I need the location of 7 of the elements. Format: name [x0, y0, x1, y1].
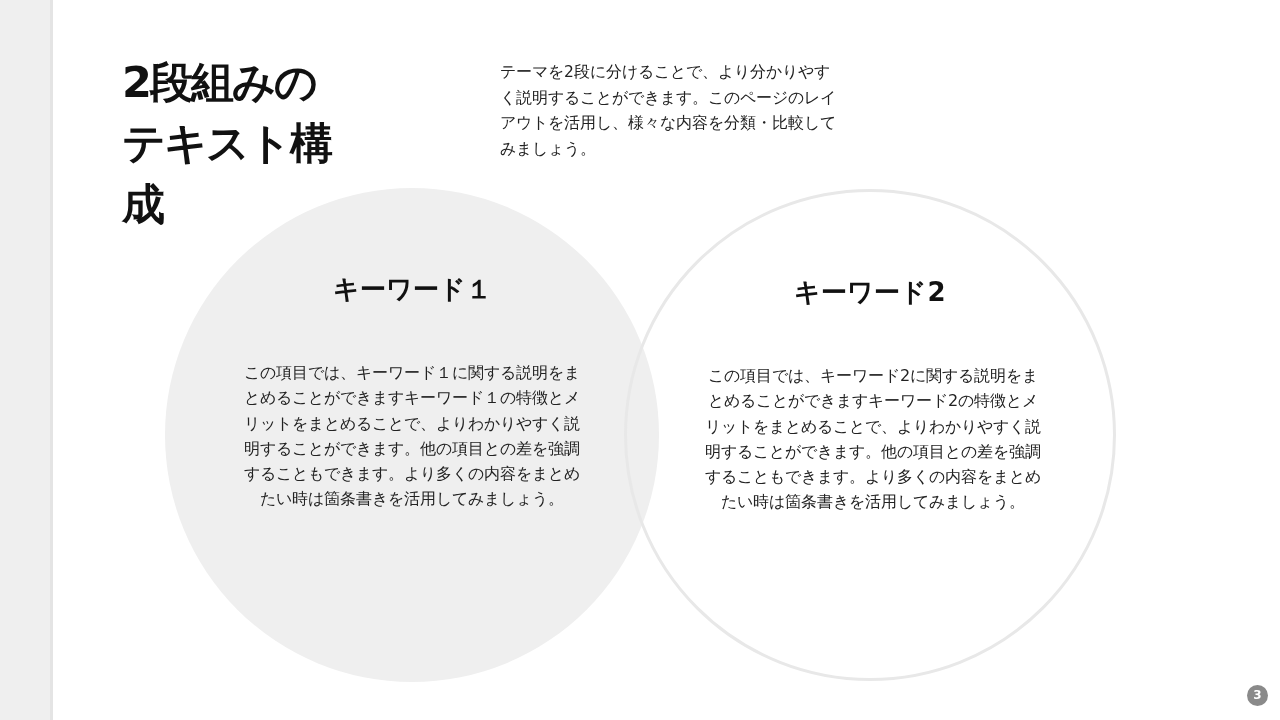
- keyword-heading: キーワード１: [331, 273, 493, 306]
- slide-title: 2段組みのテキスト構成: [122, 56, 333, 231]
- description-text: この項目では、キーワード１に関する説明をまとめることができますキーワード１の特徴とメリットをまとめることで、よりわかりやすく説明することができます。他の項目との差を強調することもできます。より多くの内容をまとめたい時は箇条書きを活用してみましょう。: [243, 362, 581, 511]
- description-text: この項目では、キーワード2に関する説明をまとめることができますキーワード2の特徴とメリットをまとめることで、よりわかりやすく説明することができます。他の項目との差を強調することもできます。より多くの内容をまとめたい時は箇条書きを活用してみましょう。: [704, 365, 1042, 514]
- intro-text: テーマを2段に分けることで、より分かりやすく説明することができます。このページのレイアウトを活用し、様々な内容を分類・比較してみましょう。: [500, 62, 837, 160]
- keyword-heading: キーワード2: [793, 276, 947, 309]
- page-number: 3: [1247, 685, 1268, 706]
